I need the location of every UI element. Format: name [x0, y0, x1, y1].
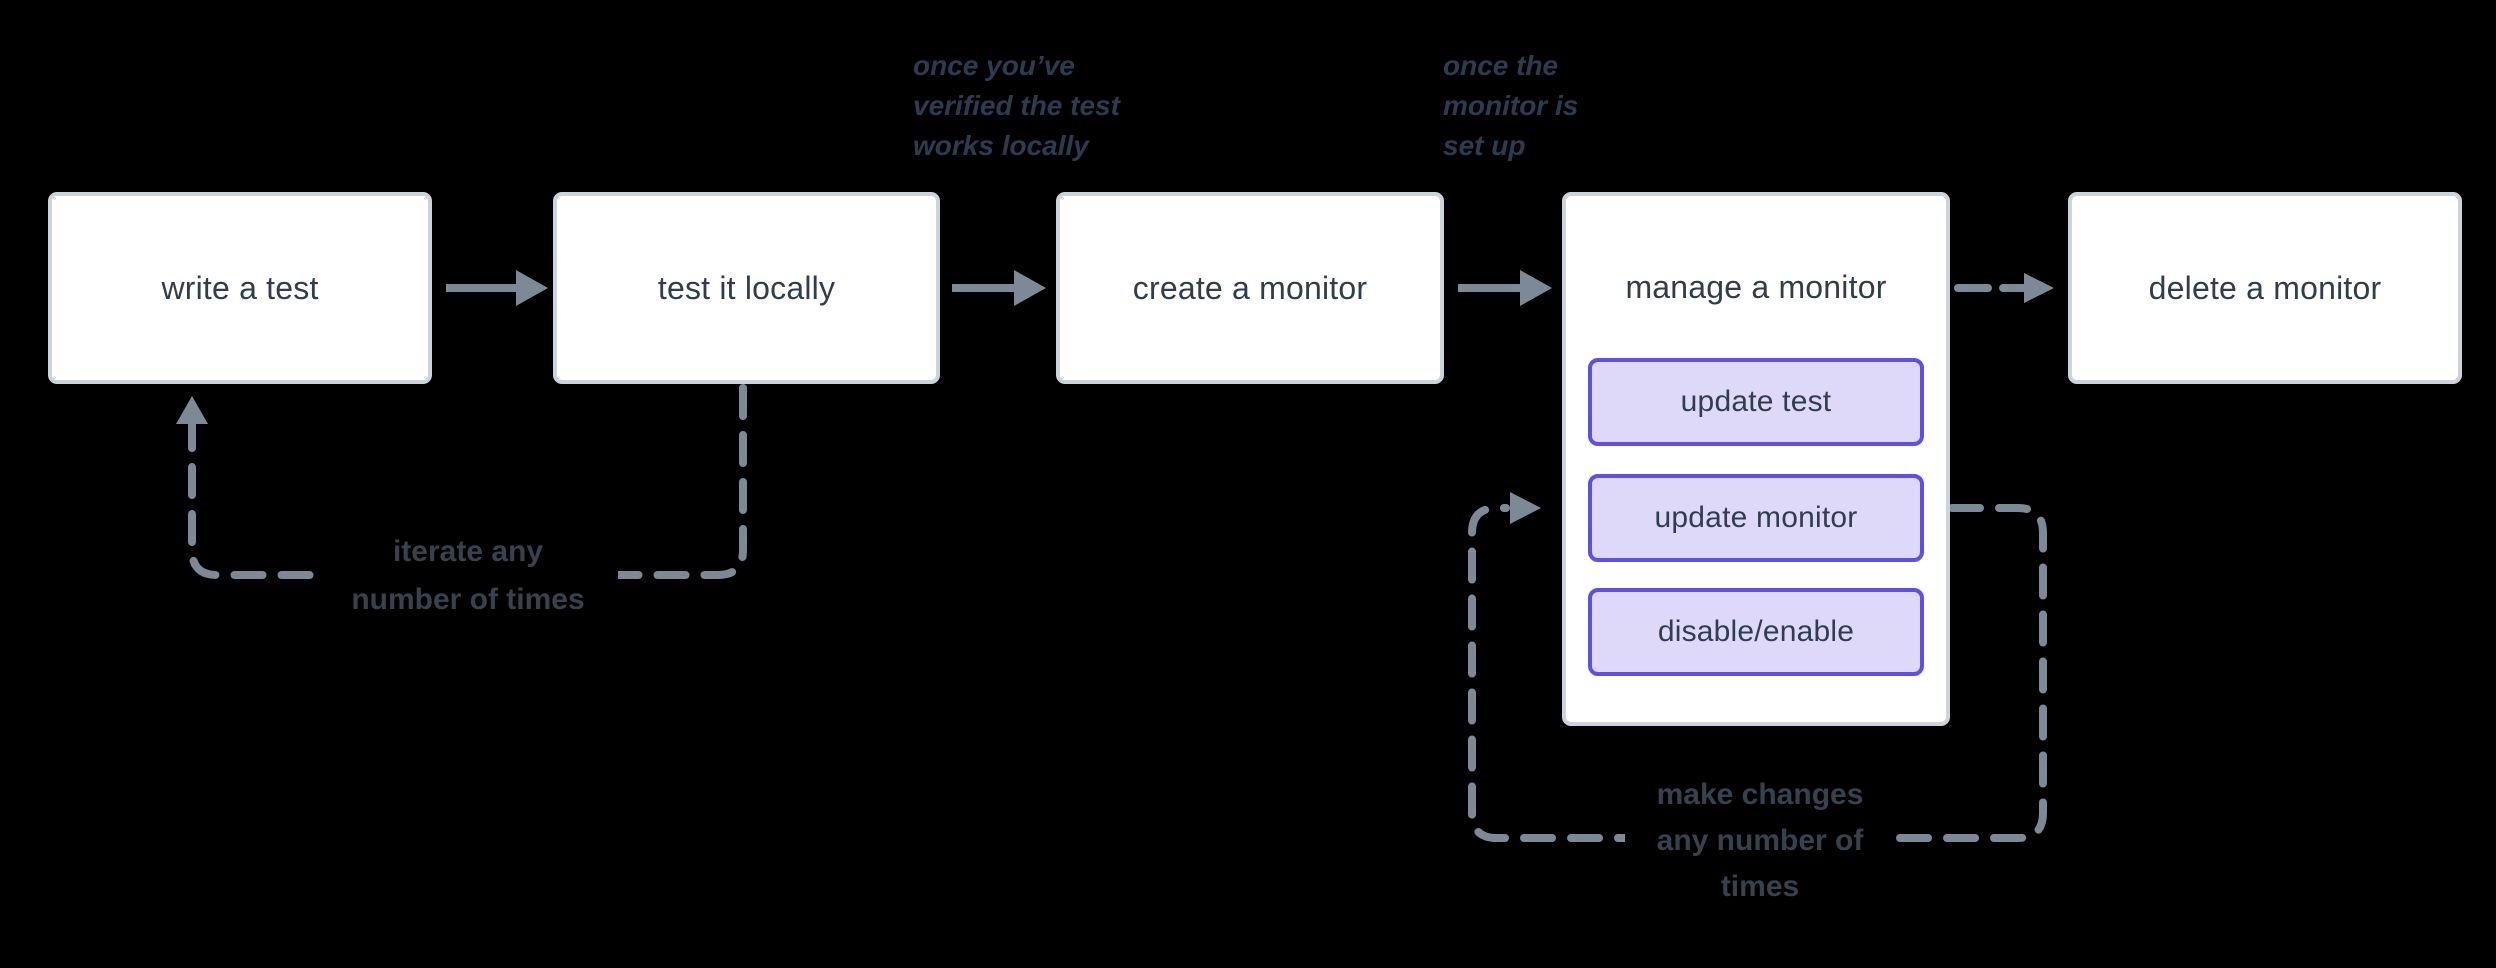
- note-line: works locally: [913, 130, 1089, 161]
- label-line: number of times: [351, 583, 585, 616]
- note-line: monitor is: [1443, 90, 1579, 121]
- label-line: any number of: [1656, 824, 1864, 857]
- node-delete-a-monitor: delete a monitor: [2068, 192, 2462, 384]
- label-line: make changes: [1656, 778, 1864, 811]
- node-label: manage a monitor: [1625, 268, 1887, 305]
- button-disable-enable: disable/enable: [1588, 588, 1924, 676]
- button-label: update monitor: [1654, 501, 1858, 534]
- label-make-changes-any-number-of-times: make changes any number of times: [1625, 772, 1895, 910]
- label-line: iterate any: [392, 535, 544, 568]
- note-line: once you’ve: [913, 50, 1075, 81]
- button-update-monitor: update monitor: [1588, 474, 1924, 562]
- note-line: set up: [1443, 130, 1526, 161]
- note-once-verified: once you’ve verified the test works loca…: [913, 46, 1120, 166]
- arrow-test-to-create-head-icon: [1014, 270, 1046, 306]
- node-label: write a test: [161, 269, 319, 306]
- node-create-a-monitor: create a monitor: [1056, 192, 1444, 384]
- button-label: update test: [1680, 385, 1832, 418]
- node-label: test it locally: [657, 269, 836, 306]
- loop-iterate-head-icon: [176, 396, 208, 424]
- node-label: create a monitor: [1132, 269, 1368, 306]
- arrow-write-to-test-head-icon: [516, 270, 548, 306]
- button-label: disable/enable: [1657, 615, 1855, 648]
- button-update-test: update test: [1588, 358, 1924, 446]
- node-test-it-locally: test it locally: [553, 192, 940, 384]
- note-line: once the: [1443, 50, 1559, 81]
- loop-make-changes-head-icon: [1510, 492, 1541, 524]
- label-iterate-any-number-of-times: iterate any number of times: [318, 528, 618, 624]
- node-manage-a-monitor: manage a monitor update test update moni…: [1562, 192, 1950, 726]
- arrow-create-to-manage-head-icon: [1520, 270, 1552, 306]
- note-once-set-up: once the monitor is set up: [1443, 46, 1578, 166]
- arrow-manage-to-delete-head-icon: [2024, 273, 2054, 303]
- node-write-a-test: write a test: [48, 192, 432, 384]
- note-line: verified the test: [913, 90, 1120, 121]
- label-line: times: [1720, 870, 1800, 903]
- node-label: delete a monitor: [2148, 269, 2382, 306]
